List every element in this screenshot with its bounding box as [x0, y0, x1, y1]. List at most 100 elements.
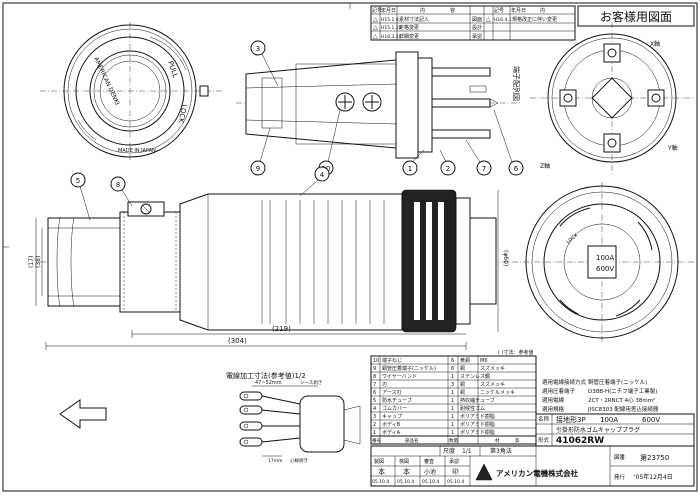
drawing-no-label: 図番: [614, 454, 626, 461]
balloon-1: 1: [408, 165, 412, 173]
bom-r0-c0: 10: [373, 358, 379, 364]
bom-r4-c0: 6: [373, 390, 376, 396]
rev-r0-c2: 素材寸法記入: [399, 16, 429, 23]
spec-0-label: 適用電線接続方式: [542, 378, 587, 386]
name-label: 名称: [538, 415, 550, 423]
spec-3-value: JISC8303 配線用差込接続器: [587, 405, 659, 413]
bom-r3-c1: 刃: [382, 382, 387, 388]
plug-side-elevation: [40, 189, 510, 333]
title-block: 名称 接地形3P 100A 600V 引掛形防水ゴムキャッププラグ 形式 410…: [370, 413, 695, 487]
terminal-layout-view: X軸 Y軸 Z軸: [530, 22, 694, 174]
bom-table: ( )寸法：参考値 10 端子ねじ 6 黄銅 M6 9 銅管圧着端子(ニッケル)…: [370, 349, 537, 445]
bom-r3-c3: 銅: [460, 381, 465, 388]
rev-h3: 容: [450, 7, 455, 14]
balloon-7: 7: [482, 165, 486, 173]
bom-r5-c0: 5: [373, 398, 376, 404]
rev-r2-c0: △: [373, 33, 378, 40]
sub-name: 引掛形防水ゴムキャッププラグ: [556, 426, 640, 434]
rev-h5: 年月日: [511, 7, 526, 14]
name-amp: 100A: [600, 416, 618, 424]
rev-r0-c0: △: [373, 16, 378, 23]
bom-r8-c2: 1: [451, 422, 454, 428]
bom-r9-c2: 1: [451, 430, 454, 436]
axis-z: Z軸: [540, 162, 550, 170]
balloon-8: 8: [116, 181, 120, 189]
direction-arrow-icon: [59, 399, 107, 429]
face-rating-a: 100A: [596, 254, 614, 262]
axis-y: Y軸: [667, 144, 678, 152]
projection: 第3角法: [490, 447, 512, 455]
rev-r0-c6: 規格改正に伴い変更: [512, 16, 557, 23]
bom-r0-c2: 6: [451, 358, 454, 364]
bom-r2-c3: ステンレス鋼: [460, 373, 490, 380]
bom-r5-c3: 熱収縮チューブ: [460, 397, 495, 404]
balloon-3: 3: [256, 45, 260, 53]
bom-r3-c0: 7: [373, 382, 376, 388]
bom-r9-c0: 1: [373, 430, 376, 436]
bom-r5-c1: 防水チューブ: [382, 397, 412, 404]
bom-r5-c2: 1: [451, 398, 454, 404]
bom-r4-c2: 1: [451, 390, 454, 396]
rev-r1-c0: △: [373, 24, 378, 31]
approval-2: 審査: [424, 458, 434, 465]
rev-h2: 内: [420, 7, 425, 14]
bom-h3: 材: [495, 437, 500, 444]
approval-1: 検図: [399, 458, 409, 465]
bom-r1-c4: スズメッキ: [480, 365, 505, 372]
dim-304: (304): [228, 337, 247, 345]
bom-r1-c0: 9: [373, 366, 376, 372]
approval-date-0: 05.10.4: [372, 479, 389, 485]
model-label: 形式: [538, 436, 550, 444]
rev-h6: 内: [540, 7, 545, 14]
dim-219: (219): [272, 325, 291, 333]
bom-h1: 部品名: [405, 437, 419, 444]
name-volt: 600V: [642, 416, 660, 424]
spec-2-value: 2CT・2RNCT 4心 38mm²: [588, 397, 655, 404]
approval-3: 承認: [449, 458, 459, 465]
issue-date: '05年12月4日: [634, 473, 673, 481]
bom-r4-c3: 銅: [460, 389, 465, 396]
bom-r6-c1: ゴムカバー: [382, 405, 407, 412]
scale-label: 尺度: [443, 447, 455, 455]
cable-strip: 47~52mm: [255, 380, 282, 386]
section-label: 端子配列図: [512, 66, 521, 101]
rev-side-0: 図面: [472, 17, 482, 23]
bom-r1-c3: 銅: [460, 365, 465, 372]
revision-table: 記号 年月日 内 容 記号 年月日 内 △ H15.1.8 素材寸法記入 △ H…: [370, 5, 576, 41]
approval-date-2: 05.10.4: [422, 479, 439, 485]
dim-60: (φ60): [502, 250, 509, 266]
cable-strip-note: シース剥き: [300, 379, 322, 386]
rev-h0: 記号: [372, 7, 382, 14]
balloon-4: 4: [320, 171, 325, 179]
face-pull: PULL: [166, 60, 179, 79]
approval-date-3: 05.10.4: [447, 479, 464, 485]
face-rating-v: 600V: [596, 265, 614, 273]
title-box: [577, 5, 695, 27]
bom-r8-c0: 2: [373, 422, 376, 428]
approval-date-1: 05.10.4: [397, 479, 414, 485]
bom-r2-c0: 8: [373, 374, 376, 380]
cable-core-note: 心線剥き: [290, 457, 308, 464]
bom-r7-c3: ポリアミド樹脂: [460, 413, 495, 420]
bom-r3-c2: 3: [451, 382, 454, 388]
model-number: 41062RW: [556, 436, 604, 446]
scale-value: 1/1: [462, 448, 472, 455]
balloons: 3 1 2 7 6 10 9 4 5 8: [70, 40, 524, 221]
cable-core: 17mm: [268, 458, 283, 464]
approval-mark-1: 本: [403, 467, 410, 476]
dim-38: (38): [35, 256, 42, 268]
spec-block: 適用電線接続方式 銅管圧着端子(ニッケル) 適用圧着端子 D38B-H(ニチフ端…: [542, 378, 659, 413]
balloon-6: 6: [514, 165, 519, 173]
cable-sketch: 電線加工寸法(参考値)1/2 47~52mm シース剥き 17mm 心線剥き: [226, 371, 361, 464]
bom-r4-c4: ニッケルメッキ: [480, 389, 515, 396]
rev-r0-c4: △: [486, 16, 491, 23]
spec-2-label: 適用電線: [542, 396, 565, 404]
drawing-no: 第23750: [640, 453, 669, 462]
bom-r2-c2: 1: [451, 374, 454, 380]
spec-1-label: 適用圧着端子: [542, 387, 576, 395]
axis-x: X軸: [650, 40, 660, 48]
approval-mark-2: 小池: [424, 468, 436, 476]
bom-r7-c0: 3: [373, 414, 376, 420]
